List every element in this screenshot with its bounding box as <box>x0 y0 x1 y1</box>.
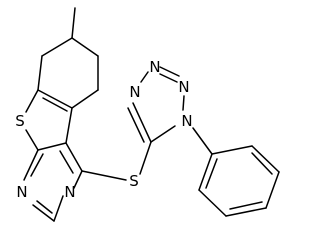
bond-c8-c8a <box>37 55 43 91</box>
thiophene-ring <box>25 89 73 151</box>
bond-s-c9a <box>25 129 39 151</box>
atom-label-n-tetrazole-1: N <box>129 83 140 101</box>
bond-n1-c9a <box>23 149 39 181</box>
bond-ph-6-1 <box>198 153 213 191</box>
methyl-cyclohexene-ring <box>37 7 99 109</box>
bond-c8a-s <box>25 89 39 113</box>
bond-ph-6-1-double <box>205 158 218 189</box>
bond-n3-n2-double <box>159 73 178 83</box>
phenyl-ring <box>192 127 280 217</box>
molecule-svg: S S N N N N N N <box>15 7 280 222</box>
bond-ph-2-3-double <box>251 152 273 175</box>
bond-n3-c2 <box>53 195 64 222</box>
atom-label-s-thiophene: S <box>15 112 25 130</box>
bond-c5-n4 <box>132 102 152 143</box>
bond-ph-4-5-double <box>229 201 263 210</box>
tetrazole-ring <box>127 66 185 143</box>
bond-n1-phenyl <box>192 127 213 155</box>
bond-c7-c8 <box>41 37 73 57</box>
bond-c4-n3 <box>73 170 83 189</box>
bond-ph-3-4 <box>265 171 280 209</box>
bond-n1-c9a-double <box>30 153 44 177</box>
bond-c4a-c4-double <box>59 150 74 174</box>
bond-c8a-c4b-double <box>42 97 68 112</box>
bond-ph-5-6 <box>198 189 227 217</box>
thioether-linkage <box>81 141 152 181</box>
bond-n3-n2 <box>159 66 180 77</box>
bond-ph-1-2 <box>211 145 253 155</box>
pyrimidine-ring <box>23 142 83 222</box>
atom-labels: S S N N N N N N <box>15 58 192 201</box>
bond-n4-n3 <box>140 71 149 83</box>
bond-c5-c4b <box>71 89 99 109</box>
atom-label-n-tetrazole-4: N <box>181 112 192 130</box>
bond-c2-n1-double <box>36 200 53 214</box>
atom-label-n-pyrimidine-2: N <box>64 183 75 201</box>
bond-ph-2-3 <box>251 145 280 173</box>
bond-s-c5-tetrazole <box>139 141 152 175</box>
bond-c2-n1 <box>32 204 55 222</box>
bond-c9a-c4a <box>37 142 67 151</box>
bond-c5-n4-double <box>127 107 145 143</box>
bond-c4-s <box>81 170 127 181</box>
atom-label-n-tetrazole-2: N <box>149 58 160 76</box>
bond-methyl <box>71 7 76 39</box>
bond-c4a-c4 <box>65 142 83 172</box>
structure-diagram: S S N N N N N N <box>15 7 280 222</box>
bond-c8a-c4b <box>37 89 73 109</box>
bond-c4b-c4a <box>65 107 73 144</box>
bond-ph-4-5 <box>225 207 267 217</box>
bond-c7-c6 <box>71 37 99 57</box>
bond-n2-n1 <box>182 95 185 111</box>
atom-label-n-pyrimidine-1: N <box>16 183 27 201</box>
atom-label-n-tetrazole-3: N <box>178 78 189 96</box>
atom-label-s-thioether: S <box>129 172 139 190</box>
bond-n1-c5 <box>150 125 176 143</box>
